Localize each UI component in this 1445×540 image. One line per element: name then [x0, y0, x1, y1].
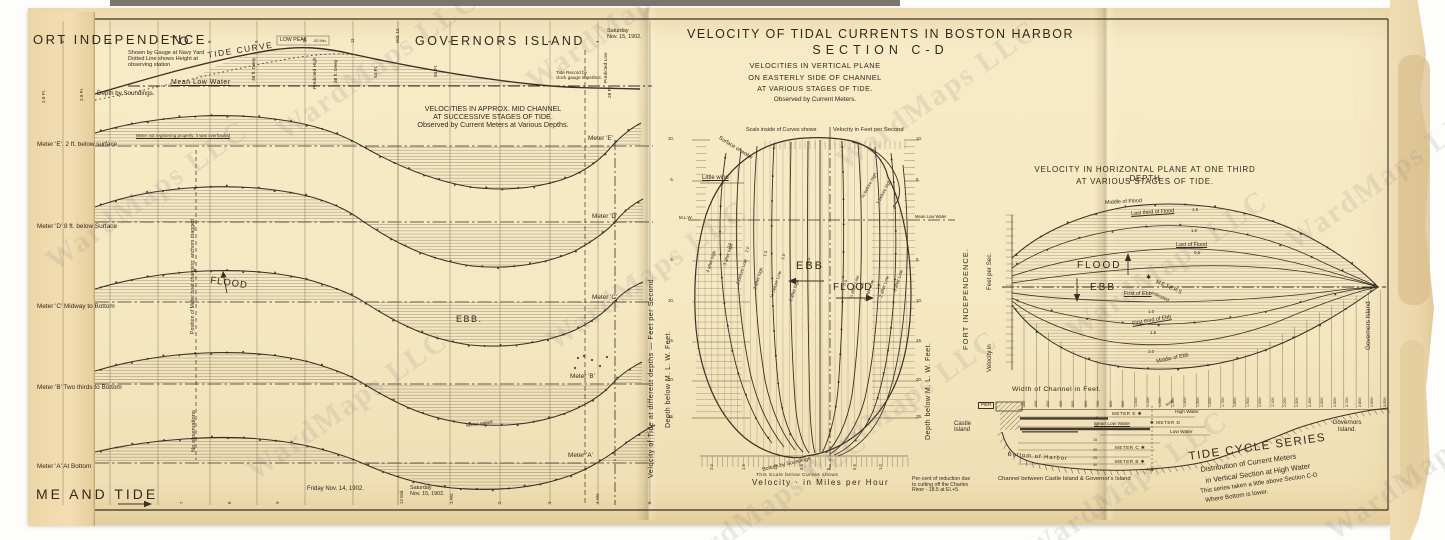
- left-panel-linework: [94, 35, 656, 508]
- torn-paper-patch: [1398, 55, 1430, 305]
- scanner-edge-artifact: [110, 0, 900, 6]
- middle-panel-linework: [688, 127, 955, 470]
- adjacent-sheet-edge: [28, 12, 95, 526]
- torn-paper-patch: [1400, 340, 1424, 490]
- generated-linework: [62, 21, 1391, 505]
- paper-fold-crease: [636, 8, 658, 520]
- right-panel-linework: [995, 203, 1389, 472]
